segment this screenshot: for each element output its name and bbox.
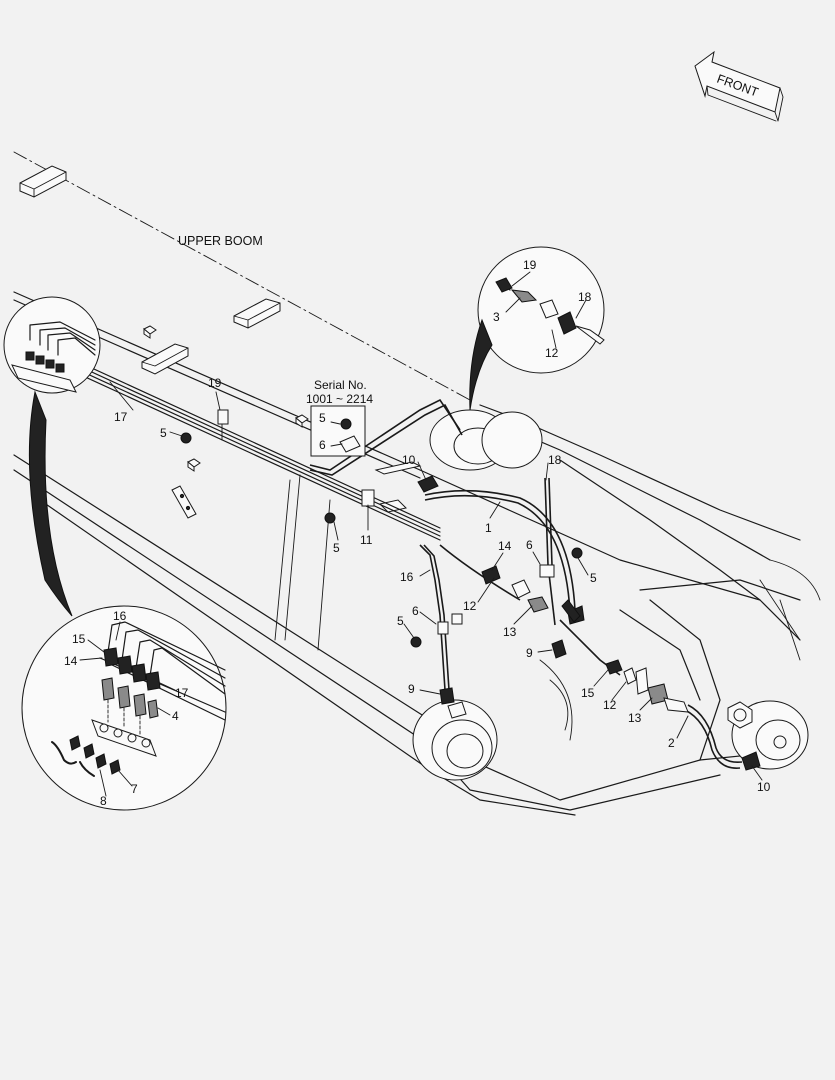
callout-16a: 16 — [113, 609, 127, 623]
callout-17a: 17 — [114, 410, 128, 424]
callout-12b: 12 — [463, 599, 477, 613]
callout-10a: 10 — [402, 453, 416, 467]
detail-circle-lower-left — [21, 605, 227, 811]
callout-13a: 13 — [503, 625, 517, 639]
callout-18b: 18 — [548, 453, 562, 467]
callout-5b: 5 — [319, 411, 326, 425]
detail-circle-upper-left — [3, 296, 101, 617]
boom-pin-bosses — [412, 409, 809, 781]
callout-2: 2 — [668, 736, 675, 750]
callout-6b: 6 — [526, 538, 533, 552]
callout-7: 7 — [131, 782, 138, 796]
callout-6c: 6 — [412, 604, 419, 618]
callout-4: 4 — [172, 709, 179, 723]
pipe-bundle — [69, 357, 743, 769]
text-labels: UPPER BOOM Serial No. 1001 ~ 2214 1 2 3 … — [64, 234, 771, 808]
serial-range: 1001 ~ 2214 — [306, 392, 373, 406]
callout-9b: 9 — [408, 682, 415, 696]
callout-5e: 5 — [397, 614, 404, 628]
callout-5a: 5 — [160, 426, 167, 440]
callout-19b: 19 — [523, 258, 537, 272]
upper-boom-label: UPPER BOOM — [178, 234, 263, 248]
callout-17b: 17 — [175, 686, 189, 700]
callout-12a: 12 — [545, 346, 559, 360]
callout-8: 8 — [100, 794, 107, 808]
callout-16b: 16 — [400, 570, 414, 584]
serial-title: Serial No. — [314, 378, 367, 392]
callout-1: 1 — [485, 521, 492, 535]
callout-19a: 19 — [208, 376, 222, 390]
callout-9a: 9 — [526, 646, 533, 660]
callout-13b: 13 — [628, 711, 642, 725]
callout-3: 3 — [493, 310, 500, 324]
upper-boom-outline — [13, 151, 821, 816]
callout-18a: 18 — [578, 290, 592, 304]
callout-14a: 14 — [498, 539, 512, 553]
callout-15a: 15 — [72, 632, 86, 646]
detail-circle-upper-right — [469, 246, 605, 411]
callout-11: 11 — [360, 533, 373, 547]
callout-5d: 5 — [590, 571, 597, 585]
callout-15b: 15 — [581, 686, 595, 700]
front-arrow-icon: FRONT — [694, 50, 784, 122]
callout-10b: 10 — [757, 780, 771, 794]
callout-12c: 12 — [603, 698, 617, 712]
leader-lines — [79, 271, 763, 797]
callout-6a: 6 — [319, 438, 326, 452]
callout-5c: 5 — [333, 541, 340, 555]
callout-14b: 14 — [64, 654, 78, 668]
fittings — [180, 405, 761, 771]
